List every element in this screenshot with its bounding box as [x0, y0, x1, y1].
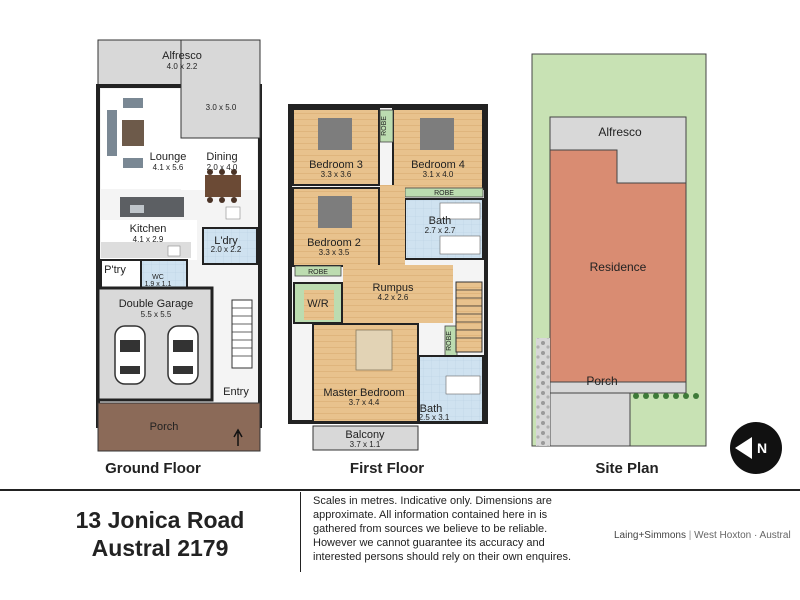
bed-icon [355, 329, 393, 371]
armchair-icon [123, 98, 143, 108]
bed4-dim: 3.1 x 4.0 [423, 170, 454, 179]
porch-label: Porch [150, 421, 179, 433]
dining-table-icon [205, 175, 241, 197]
entry-label: Entry [223, 386, 249, 398]
car-icon [167, 325, 199, 385]
agency-office: West Hoxton · Austral [694, 530, 791, 541]
ensuite-dim: 2.5 x 3.1 [419, 413, 450, 422]
robe-label: ROBE [446, 331, 453, 351]
wc-label: WC [152, 274, 164, 281]
agency-brand: Laing+Simmons [614, 530, 686, 541]
alfresco-ext-dim: 3.0 x 5.0 [206, 103, 237, 112]
svg-text:N: N [757, 440, 767, 456]
walk-in-robe-label: W/R [307, 298, 328, 310]
alfresco-label: Alfresco [162, 50, 202, 62]
robe-label: ROBE [434, 190, 454, 197]
armchair-icon [123, 158, 143, 168]
laundry-room [202, 227, 258, 265]
bed3-dim: 3.3 x 3.6 [321, 170, 352, 179]
kitchen-label: Kitchen [130, 223, 167, 235]
robe-label: ROBE [308, 269, 328, 276]
rumpus-dim: 4.2 x 2.6 [378, 293, 409, 302]
first-floor-plan [288, 104, 488, 451]
site-plan-title: Site Plan [595, 460, 659, 477]
master-label: Master Bedroom [323, 387, 404, 399]
sofa-icon [107, 110, 117, 156]
bed2-dim: 3.3 x 3.5 [319, 248, 350, 257]
lounge-label: Lounge [150, 151, 187, 163]
site-alfresco-label: Alfresco [598, 125, 642, 139]
rug-icon [122, 120, 144, 146]
bed2-label: Bedroom 2 [307, 237, 361, 249]
wc-dim: 1.9 x 1.1 [145, 281, 172, 288]
alfresco-dim: 4.0 x 2.2 [167, 62, 198, 71]
site-plan [531, 53, 707, 447]
bed-icon [420, 118, 454, 150]
divider [0, 489, 800, 491]
ensuite-label: Bath [420, 403, 443, 415]
robe-label: ROBE [381, 116, 388, 136]
lounge-dim: 4.1 x 5.6 [153, 163, 184, 172]
disclaimer-text: Scales in metres. Indicative only. Dimen… [313, 495, 572, 563]
balcony-label: Balcony [345, 429, 385, 441]
balcony-dim: 3.7 x 1.1 [350, 440, 381, 449]
first-floor-title: First Floor [349, 460, 425, 477]
kitchen-dim: 4.1 x 2.9 [133, 235, 164, 244]
ground-floor-title: Ground Floor [105, 460, 201, 477]
laundry-label: L'dry [214, 235, 238, 247]
rumpus-label: Rumpus [373, 282, 414, 294]
bath-label: Bath [429, 215, 452, 227]
balcony-area [312, 425, 419, 451]
garage-dim: 5.5 x 5.5 [141, 310, 172, 319]
divider [300, 492, 301, 572]
bed-icon [318, 118, 352, 150]
porch-area [97, 402, 261, 452]
staircase-icon [231, 299, 253, 369]
dining-label: Dining [206, 151, 237, 163]
garage-label: Double Garage [119, 298, 194, 310]
compass-icon: N [730, 422, 782, 474]
bath-dim: 2.7 x 2.7 [425, 226, 456, 235]
hedge-icon [633, 393, 699, 399]
driveway [549, 392, 631, 447]
address-line-1: 13 Jonica Road [75, 507, 245, 533]
site-residence-label: Residence [590, 260, 647, 274]
bed3-label: Bedroom 3 [309, 159, 363, 171]
car-icon [114, 325, 146, 385]
agency-logo: Laing+Simmons | West Hoxton · Austral [614, 530, 791, 541]
bed4-label: Bedroom 4 [411, 159, 465, 171]
pantry-label: P'try [104, 264, 126, 276]
entry-arrow-icon [233, 428, 243, 446]
kitchen-island-icon [120, 197, 184, 217]
bed-icon [318, 196, 352, 228]
laundry-dim: 2.0 x 2.2 [211, 245, 242, 254]
address-line-2: Austral 2179 [91, 535, 229, 561]
master-dim: 3.7 x 4.4 [349, 398, 380, 407]
ground-floor-plan [96, 39, 262, 452]
site-porch-label: Porch [586, 374, 617, 388]
cooktop-icon [167, 245, 181, 257]
staircase-icon [455, 281, 483, 353]
dining-dim: 2.0 x 4.0 [207, 163, 238, 172]
